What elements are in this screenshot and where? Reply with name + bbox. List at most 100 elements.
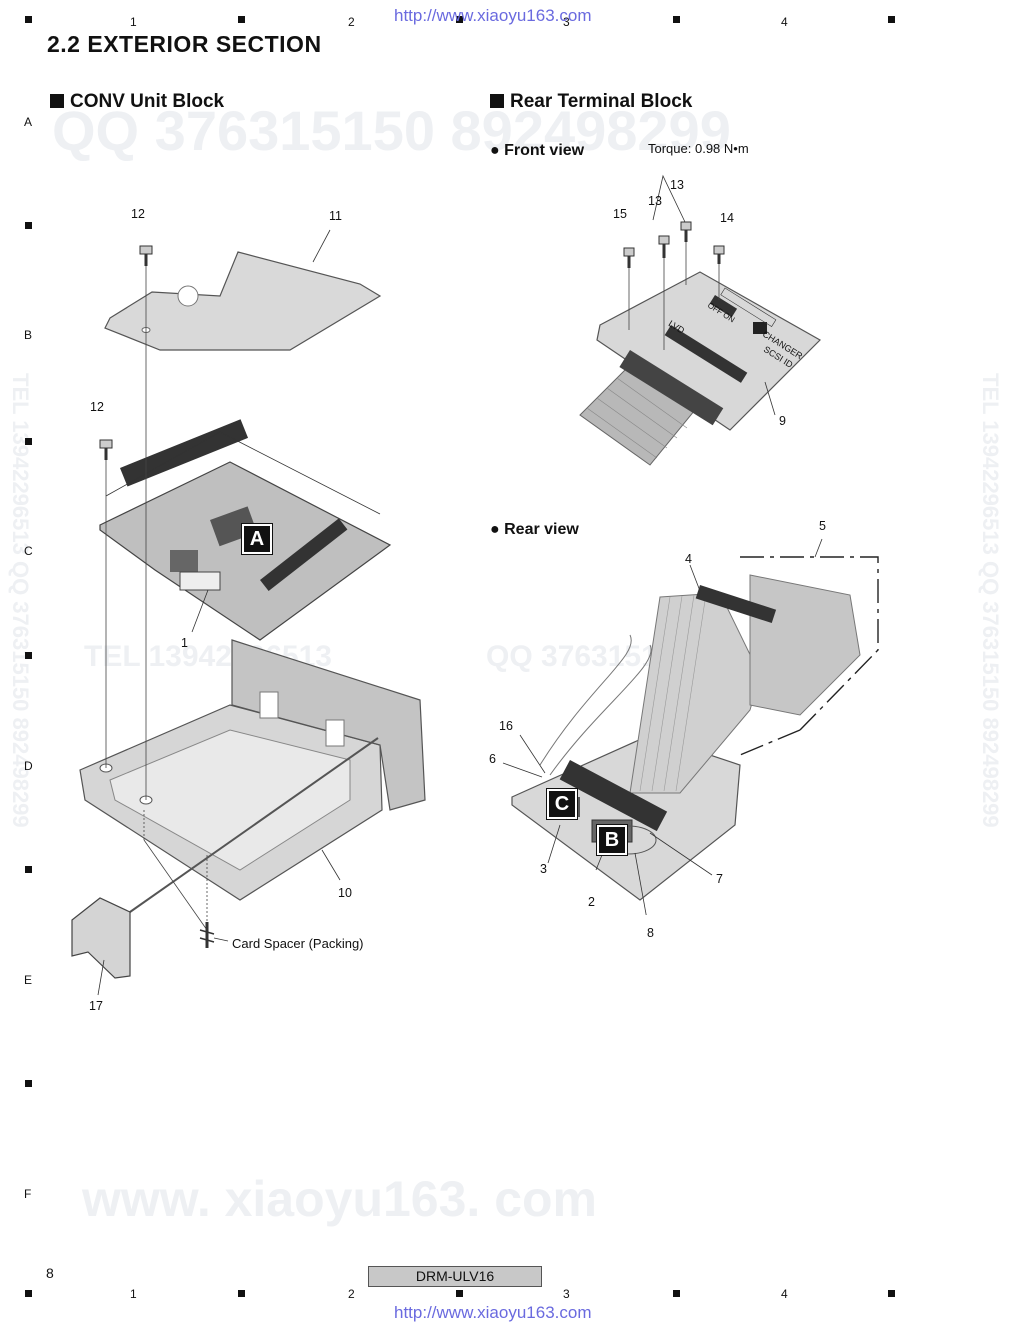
leader-line [764, 381, 776, 416]
column-number: 4 [781, 15, 788, 29]
chassis-slot [259, 691, 279, 719]
watermark-qq: QQ 376315150 892498299 [52, 99, 731, 162]
screw-13 [658, 235, 670, 258]
front-view-diagram [579, 174, 821, 466]
frame-marker [673, 1290, 680, 1297]
screw-12-top [139, 245, 153, 266]
frame-marker [888, 16, 895, 23]
label-6: 6 [489, 752, 496, 766]
rear-view-label: ● Rear view [490, 521, 579, 538]
label-4: 4 [685, 552, 692, 566]
changer-scsi-id-label [720, 287, 777, 327]
leader-line [649, 832, 713, 876]
frame-marker [238, 16, 245, 23]
column-number: 3 [563, 1287, 570, 1301]
rear-block-heading: Rear Terminal Block [490, 91, 692, 113]
leader-line [652, 174, 686, 223]
frame-marker [238, 1290, 245, 1297]
cable-connector-top [695, 585, 777, 624]
frame-marker [673, 16, 680, 23]
cover-hole [177, 285, 199, 307]
marker-a: A [241, 523, 273, 555]
dip-switch [709, 295, 738, 318]
label-12: 12 [90, 400, 104, 414]
label-3: 3 [540, 862, 547, 876]
torque-note: Torque: 0.98 N•m [648, 141, 749, 156]
wire-harness [539, 634, 652, 776]
row-letter: E [24, 973, 33, 987]
frame-marker [456, 1290, 463, 1297]
conv-block-heading: CONV Unit Block [50, 91, 224, 113]
marker-c: C [546, 788, 578, 820]
row-letter: B [24, 328, 33, 342]
leader-line [97, 959, 105, 996]
screw-14 [713, 245, 725, 264]
chassis-tray-inner [109, 729, 351, 871]
frame-marker [25, 438, 32, 445]
column-number: 2 [348, 15, 355, 29]
frame-marker [25, 866, 32, 873]
watermark-www: www. xiaoyu163. com [82, 1171, 598, 1227]
label-8: 8 [647, 926, 654, 940]
frame-marker [456, 16, 463, 23]
pcb-connector-side [260, 518, 348, 592]
scsi-connector [619, 350, 724, 426]
label-11: 11 [329, 209, 342, 223]
label-2: 2 [588, 895, 595, 909]
chassis-slot-2 [325, 719, 345, 747]
pcb-bracket [105, 431, 381, 515]
square-bullet-icon [490, 94, 504, 108]
page-number: 8 [46, 1265, 54, 1281]
leader-line [312, 229, 331, 263]
rear-view-diagram [502, 538, 879, 915]
leader-line [502, 762, 543, 778]
header-url[interactable]: http://www.xiaoyu163.com [394, 6, 592, 25]
label-10: 10 [338, 886, 352, 900]
square-bullet-icon [50, 94, 64, 108]
row-letter: D [24, 759, 33, 773]
column-number: 4 [781, 1287, 788, 1301]
leader-line [634, 852, 647, 915]
label-5: 5 [819, 519, 826, 533]
leader-line [191, 589, 209, 633]
dashed-bracket [740, 556, 879, 731]
leader-line [321, 849, 341, 881]
leader-line [519, 734, 546, 774]
column-number: 1 [130, 1287, 137, 1301]
column-number: 3 [563, 15, 570, 29]
model-label: DRM-ULV16 [368, 1266, 542, 1287]
label-14: 14 [720, 211, 734, 225]
row-letter: F [24, 1187, 32, 1201]
label-17: 17 [89, 999, 103, 1013]
frame-marker [25, 1290, 32, 1297]
screw-12-left [99, 439, 113, 460]
frame-marker [25, 16, 32, 23]
footer-url[interactable]: http://www.xiaoyu163.com [394, 1303, 592, 1322]
marker-b: B [596, 824, 628, 856]
frame-marker [888, 1290, 895, 1297]
guide-rod [129, 737, 379, 913]
label-7: 7 [716, 872, 723, 886]
frame-marker [25, 1080, 32, 1087]
column-number: 2 [348, 1287, 355, 1301]
ribbon-cable-rear-2 [749, 574, 861, 716]
label-13: 13 [648, 194, 662, 208]
label-16: 16 [499, 719, 513, 733]
label-9: 9 [779, 414, 786, 428]
leader-line [213, 937, 229, 942]
column-number: 1 [130, 15, 137, 29]
label-1: 1 [181, 636, 188, 650]
front-view-label: ● Front view [490, 142, 585, 159]
leader-line [547, 824, 561, 864]
leader-line [814, 538, 823, 558]
frame-marker [25, 652, 32, 659]
leader-line [689, 564, 701, 592]
card-spacer-label: Card Spacer (Packing) [232, 936, 364, 951]
section-title: 2.2 EXTERIOR SECTION [47, 31, 322, 57]
scsi-connector-rear [559, 759, 668, 832]
conv-unit-diagram [71, 229, 426, 996]
label-12: 12 [131, 207, 145, 221]
watermark-side-right: TEL 13942296513 QQ 376315150 892498299 [978, 373, 1003, 828]
pcb-white-connector [179, 571, 221, 591]
alignment-line [143, 839, 208, 931]
